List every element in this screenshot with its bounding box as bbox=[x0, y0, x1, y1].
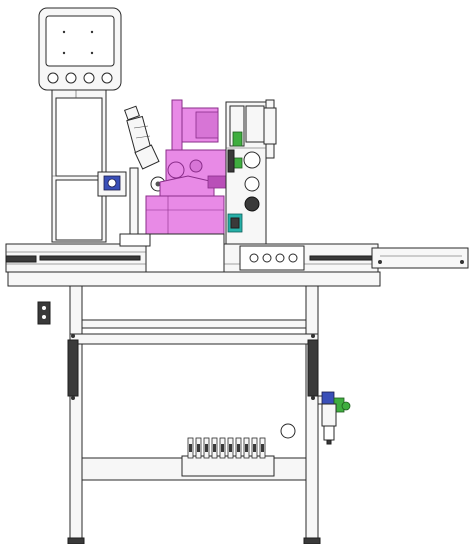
valve-coil bbox=[205, 444, 208, 452]
valve-coil bbox=[213, 444, 216, 452]
control-panel bbox=[38, 7, 122, 91]
head-wheel bbox=[167, 161, 185, 179]
valve-coil bbox=[253, 444, 256, 452]
crossbar-handle bbox=[69, 333, 319, 345]
rail-button bbox=[275, 253, 285, 263]
regulator-knob bbox=[341, 401, 351, 411]
rail-bolt bbox=[460, 260, 464, 264]
foot-left bbox=[67, 537, 85, 544]
rail-button bbox=[249, 253, 259, 263]
feeder-roller bbox=[243, 151, 261, 169]
head-base bbox=[145, 195, 225, 235]
leg-bracket-left bbox=[67, 339, 79, 397]
panel-button bbox=[47, 72, 59, 84]
crossbar-upper bbox=[81, 319, 307, 329]
switch-light bbox=[42, 306, 46, 310]
rail-slot bbox=[309, 255, 377, 261]
foot-right bbox=[303, 537, 321, 544]
arm-rib bbox=[135, 135, 151, 139]
head-knob bbox=[189, 159, 203, 173]
column-window-lower bbox=[55, 179, 103, 241]
manifold-base bbox=[181, 455, 275, 477]
head-lower-plate bbox=[145, 233, 225, 273]
rail-assembly bbox=[5, 233, 469, 273]
screen-dot bbox=[62, 30, 66, 34]
side-switch bbox=[37, 301, 51, 325]
valve-bank bbox=[187, 437, 266, 459]
column-window-upper bbox=[55, 97, 103, 177]
gauge-box bbox=[97, 171, 127, 197]
rail-button bbox=[288, 253, 298, 263]
stand bbox=[67, 285, 319, 543]
valve-coil bbox=[245, 444, 248, 452]
panel-buttons bbox=[47, 72, 113, 84]
extension-rail bbox=[371, 247, 469, 269]
green-sensor bbox=[232, 131, 243, 147]
leg-left bbox=[69, 285, 83, 543]
feeder-unit bbox=[225, 99, 277, 245]
valve-manifold bbox=[181, 437, 275, 477]
screen-dot bbox=[62, 51, 66, 55]
switch-box bbox=[37, 301, 51, 325]
bolt bbox=[311, 396, 315, 400]
screen-dot bbox=[90, 30, 94, 34]
leg-bracket-right bbox=[307, 339, 319, 397]
feeder-cylinder bbox=[263, 107, 277, 145]
head-presser bbox=[159, 175, 215, 199]
head-post bbox=[171, 99, 183, 159]
feeder-clamp bbox=[227, 149, 235, 173]
rail-slot bbox=[5, 255, 37, 263]
feeder-roller bbox=[244, 176, 260, 192]
pneumatic-arm bbox=[124, 105, 166, 239]
screen-dot bbox=[90, 51, 94, 55]
valve-coil bbox=[221, 444, 224, 452]
left-upright bbox=[129, 167, 139, 239]
bolt bbox=[71, 396, 75, 400]
arm-rib bbox=[133, 125, 149, 129]
green-indicator bbox=[233, 157, 243, 169]
panel-column bbox=[51, 89, 107, 243]
switch-light bbox=[42, 315, 46, 319]
arm-roller-hub bbox=[155, 181, 161, 187]
rail-bolt bbox=[378, 260, 382, 264]
regulator-body bbox=[321, 403, 337, 427]
regulator-drain bbox=[326, 439, 332, 445]
feeder-column-b bbox=[245, 105, 265, 143]
air-regulator bbox=[317, 391, 351, 445]
arm-top-cap bbox=[124, 105, 140, 121]
panel-button bbox=[65, 72, 77, 84]
sewing-head bbox=[145, 99, 231, 273]
rail-left-block bbox=[119, 233, 151, 247]
rail-slot bbox=[39, 255, 141, 261]
valve-coil bbox=[261, 444, 264, 452]
panel-button bbox=[101, 72, 113, 84]
panel-screen bbox=[45, 15, 115, 67]
gauge-dial bbox=[107, 178, 117, 188]
head-upper-cover bbox=[195, 111, 219, 139]
rail-button bbox=[262, 253, 272, 263]
valve-coil bbox=[197, 444, 200, 452]
valve-coil bbox=[229, 444, 232, 452]
valve-coil bbox=[237, 444, 240, 452]
leg-right bbox=[305, 285, 319, 543]
panel-button bbox=[83, 72, 95, 84]
feeder-cap bbox=[265, 99, 275, 109]
valve-coil bbox=[189, 444, 192, 452]
bolt bbox=[71, 334, 75, 338]
teal-block-inner bbox=[230, 217, 240, 229]
port-hole bbox=[280, 423, 296, 439]
regulator-gauge bbox=[321, 391, 335, 405]
bolt bbox=[311, 334, 315, 338]
feeder-roller-dark bbox=[244, 196, 260, 212]
regulator-bowl bbox=[323, 425, 335, 441]
table-top bbox=[7, 271, 381, 287]
arm-joint bbox=[134, 144, 160, 170]
head-bracket bbox=[207, 175, 229, 189]
feeder-rod bbox=[265, 143, 275, 159]
rail-buttons bbox=[249, 253, 298, 263]
